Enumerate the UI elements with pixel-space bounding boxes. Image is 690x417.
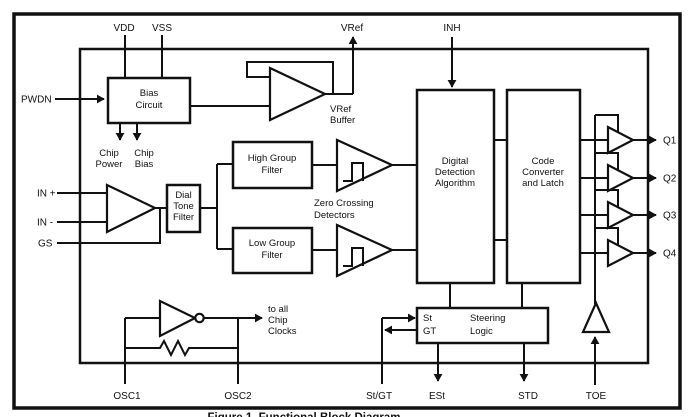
pin-label-est: ESt xyxy=(429,391,445,402)
zero-crossing-detector-low-icon xyxy=(335,223,395,278)
pin-label-stgt: St/GT xyxy=(366,391,392,402)
bias-circuit-label: Circuit xyxy=(136,100,163,111)
digital-detection-algorithm-block xyxy=(415,88,496,285)
dial-tone-filter-label: Tone xyxy=(173,201,194,212)
pin-label-q4: Q4 xyxy=(663,249,677,260)
zero-crossing-detectors-label: Detectors xyxy=(314,210,355,221)
steering-logic-block xyxy=(415,306,550,345)
high-group-filter-label: High Group xyxy=(248,153,297,164)
pin-label-in-minus: IN - xyxy=(37,218,53,229)
output-buffer-icon xyxy=(606,238,636,268)
dial-tone-filter-label: Filter xyxy=(173,212,194,223)
vref-buffer-label: Buffer xyxy=(330,115,355,126)
pin-label-osc1: OSC1 xyxy=(113,391,141,402)
dda-label: Detection xyxy=(435,167,475,178)
pin-label-in-plus: IN + xyxy=(37,189,56,200)
chip-clocks-label: to all xyxy=(268,304,288,315)
chip-clocks-label: Chip xyxy=(268,315,288,326)
code-converter-latch-block xyxy=(505,88,582,285)
hysteresis-icon xyxy=(343,162,364,182)
chip-power-label: Chip xyxy=(99,148,119,159)
pin-label-vdd: VDD xyxy=(113,23,134,34)
steering-logic-label: Logic xyxy=(470,326,493,337)
output-buffer-icon xyxy=(606,163,636,193)
pin-label-q3: Q3 xyxy=(663,211,677,222)
signal-lines xyxy=(55,35,657,385)
chip-bias-label: Chip xyxy=(134,148,154,159)
dial-tone-filter-block xyxy=(165,183,202,234)
resistor-icon xyxy=(125,338,238,358)
pin-label-q1: Q1 xyxy=(663,136,677,147)
inverter-bubble-icon xyxy=(194,312,205,324)
high-group-filter-label: Filter xyxy=(261,165,282,176)
vref-buffer-opamp-icon xyxy=(268,66,328,122)
code-converter-label: and Latch xyxy=(522,178,564,189)
high-group-filter-block xyxy=(231,140,314,190)
pin-label-vss: VSS xyxy=(152,23,172,34)
dda-label: Algorithm xyxy=(435,178,475,189)
output-enable-buffer-icon xyxy=(581,300,611,334)
low-group-filter-label: Filter xyxy=(261,250,282,261)
bias-circuit-label: Bias xyxy=(140,88,159,99)
chip-clocks-label: Clocks xyxy=(268,326,297,337)
pin-label-q2: Q2 xyxy=(663,174,677,185)
bias-circuit-block xyxy=(106,76,192,125)
figure-frame xyxy=(12,12,682,410)
pin-label-pwdn: PWDN xyxy=(21,95,52,106)
pin-label-std: STD xyxy=(518,391,538,402)
dial-tone-filter-label: Dial xyxy=(175,190,191,201)
oscillator-inverter-icon xyxy=(158,299,198,338)
low-group-filter-label: Low Group xyxy=(249,238,295,249)
code-converter-label: Code xyxy=(532,156,555,167)
pin-label-gs: GS xyxy=(38,239,53,250)
pin-label-inh: INH xyxy=(443,23,460,34)
vref-buffer-label: VRef xyxy=(330,104,351,115)
hysteresis-icon xyxy=(343,247,364,267)
pin-label-vref: VRef xyxy=(341,23,363,34)
chip-power-label: Power xyxy=(96,159,123,170)
chip-bias-label: Bias xyxy=(135,159,154,170)
input-opamp-icon xyxy=(105,183,158,234)
output-buffer-icon xyxy=(606,200,636,230)
zero-crossing-detector-high-icon xyxy=(335,138,395,193)
output-buffer-icon xyxy=(606,125,636,155)
zero-crossing-detectors-label: Zero Crossing xyxy=(314,198,374,209)
chip-boundary xyxy=(78,47,650,365)
low-group-filter-block xyxy=(231,226,314,275)
pin-label-toe: TOE xyxy=(586,391,607,402)
figure-caption: Figure 1. Functional Block Diagram xyxy=(208,412,401,417)
dda-label: Digital xyxy=(442,156,468,167)
code-converter-label: Converter xyxy=(522,167,564,178)
steering-port-st: St xyxy=(423,313,432,324)
steering-port-gt: GT xyxy=(423,326,436,337)
pin-label-osc2: OSC2 xyxy=(224,391,252,402)
steering-logic-label: Steering xyxy=(470,313,505,324)
